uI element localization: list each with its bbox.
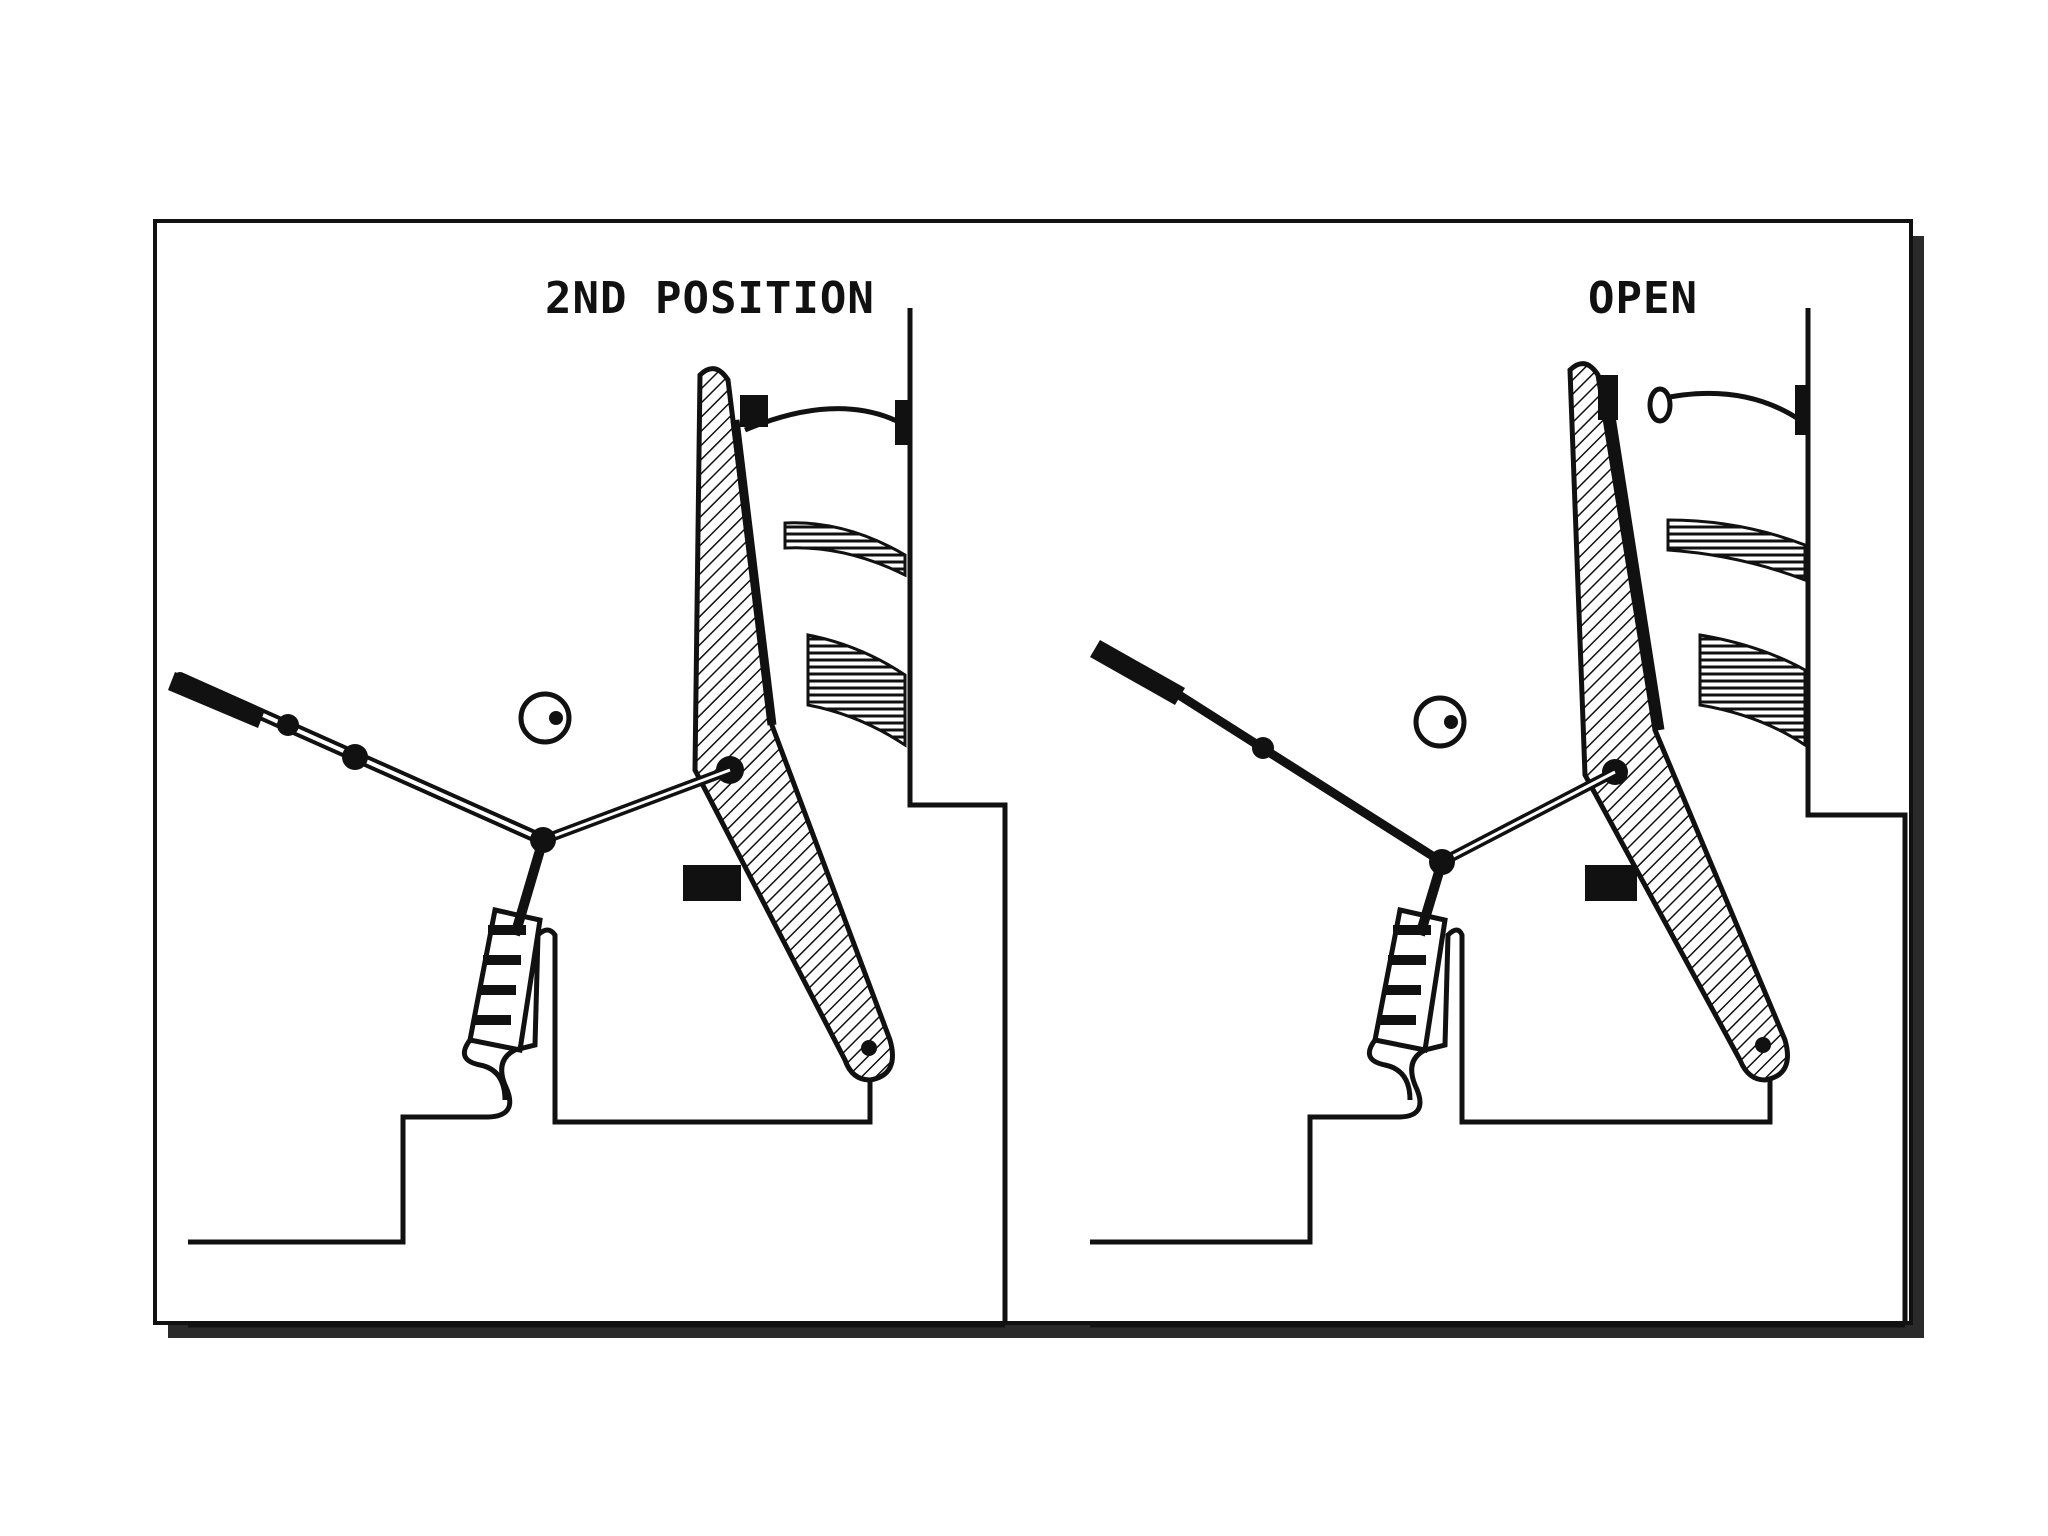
stop-block-open	[1585, 865, 1637, 901]
contact-blade-upper-open	[1666, 518, 1807, 583]
panel-label-open: OPEN	[1588, 273, 1698, 324]
panel-label-second-position: 2ND POSITION	[545, 273, 875, 324]
housing-outline	[188, 308, 1008, 1325]
handle-joint-open	[1252, 737, 1274, 759]
moving-arm-open	[1567, 361, 1790, 1083]
toggle-joint	[530, 827, 556, 853]
arm-edge	[730, 419, 777, 726]
pivot-circle	[518, 691, 572, 745]
handle-joint-2	[342, 744, 368, 770]
spring-anchor-open	[1647, 386, 1673, 424]
toggle-link-core	[542, 768, 731, 842]
arm-end-pivot	[861, 1040, 877, 1056]
pivot-circle-open	[1413, 695, 1467, 749]
housing-outline-open	[1090, 308, 1908, 1325]
arm-top-bracket-open	[1598, 375, 1618, 420]
panel-open: OPEN	[1090, 273, 1908, 1328]
spring-clip-open	[1795, 385, 1809, 435]
contact-blade-lower-open	[1698, 633, 1807, 748]
contact-blade-upper	[783, 521, 907, 578]
pivot-center	[549, 711, 563, 725]
panel-second-position: 2ND POSITION	[168, 273, 1008, 1328]
moving-arm	[692, 366, 895, 1083]
handle-grip-open	[1090, 640, 1185, 705]
handle-joint-1	[277, 714, 299, 736]
handle-grip	[168, 672, 265, 728]
stop-block	[683, 865, 741, 901]
spring-rod	[510, 838, 548, 937]
coil-spring-open	[1366, 907, 1448, 1101]
toggle-joint-open	[1429, 849, 1455, 875]
spring-clip	[895, 400, 911, 445]
toggle-link-core-open	[1441, 770, 1616, 864]
arm-edge-open	[1605, 409, 1665, 731]
spring-arc-open	[1654, 390, 1802, 423]
pivot-center-open	[1444, 715, 1458, 729]
coil-spring	[461, 907, 543, 1101]
spring-anchor	[740, 395, 768, 427]
contact-blade-lower	[806, 633, 907, 748]
arm-end-pivot-open	[1755, 1037, 1771, 1053]
